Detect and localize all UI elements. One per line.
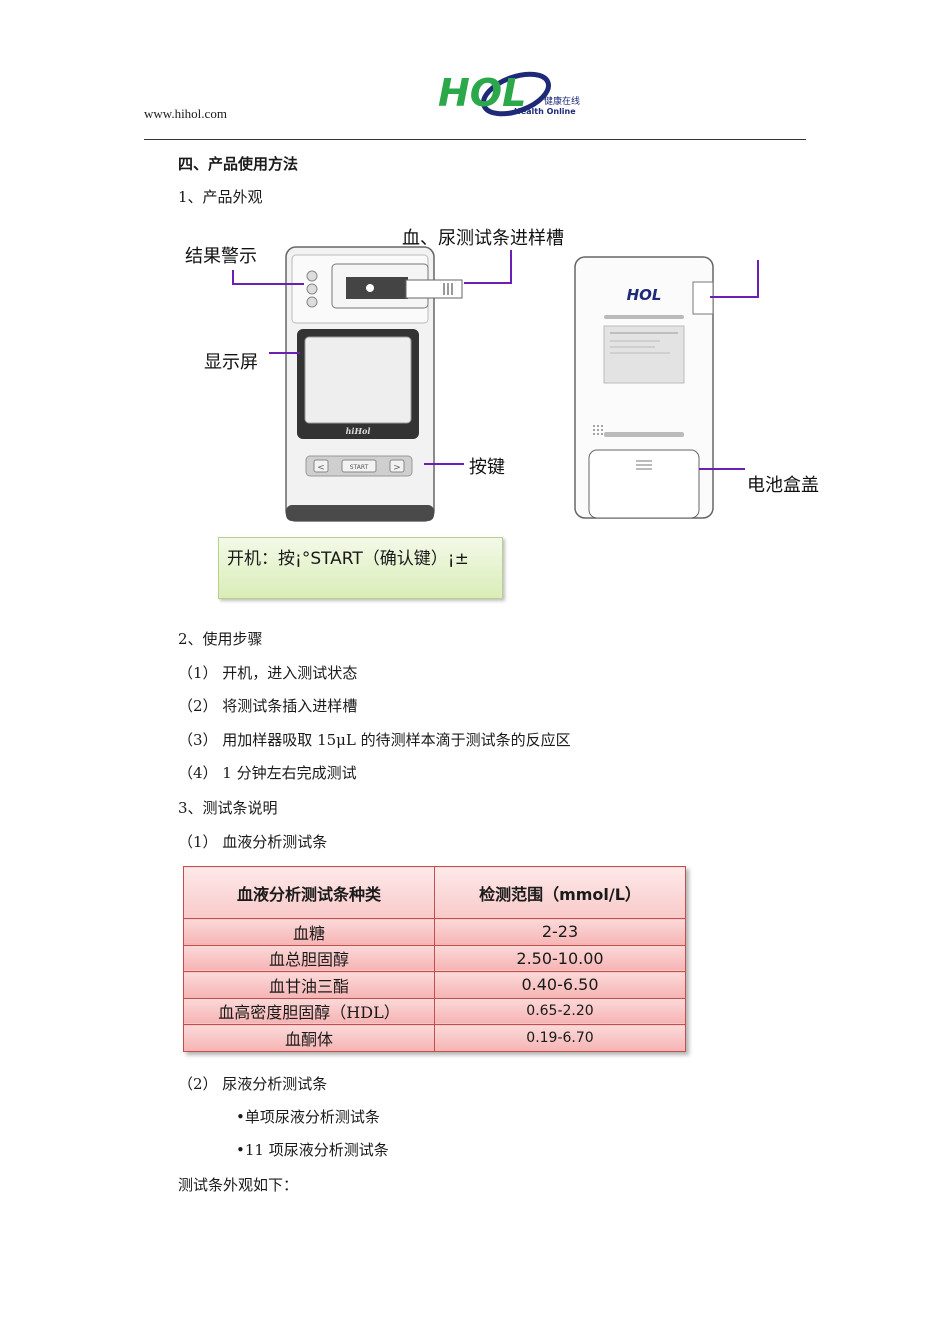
step-item: （1） 开机，进入测试状态 bbox=[178, 664, 358, 682]
table-cell: 血糖 bbox=[183, 918, 435, 946]
table-header: 血液分析测试条种类 bbox=[183, 866, 435, 919]
table-header: 检测范围（mmol/L） bbox=[434, 866, 686, 919]
callout-buttons: 按键 bbox=[469, 457, 505, 478]
step-item: （2） 将测试条插入进样槽 bbox=[178, 697, 358, 715]
section-title: 四、产品使用方法 bbox=[178, 155, 299, 173]
table-cell: 血高密度胆固醇（HDL） bbox=[183, 997, 435, 1025]
left-key bbox=[313, 459, 329, 473]
header-url: www.hihol.com bbox=[144, 106, 227, 121]
steps-heading: 2、使用步骤 bbox=[178, 630, 263, 648]
step-item: （3） 用加样器吸取 15μL 的待测样本滴于测试条的反应区 bbox=[178, 731, 571, 749]
urine-strip-item: •单项尿液分析测试条 bbox=[236, 1108, 380, 1126]
hol-logo: HOL 健康在线 Health Online bbox=[438, 71, 580, 117]
logo-text: HOL bbox=[438, 71, 526, 115]
table-cell: 2.50-10.00 bbox=[434, 944, 686, 972]
appearance-heading: 1、产品外观 bbox=[178, 188, 263, 206]
table-row: 血酮体 0.19-6.70 bbox=[183, 1024, 686, 1052]
power-on-note: 开机：按¡°START（确认键）¡± bbox=[218, 537, 503, 599]
header-divider bbox=[144, 139, 806, 140]
table-cell: 2-23 bbox=[434, 918, 686, 946]
callout-display: 显示屏 bbox=[204, 352, 258, 373]
blood-strip-heading: （1） 血液分析测试条 bbox=[178, 833, 328, 851]
start-key bbox=[341, 459, 377, 473]
table-row: 血甘油三酯 0.40-6.50 bbox=[183, 971, 686, 999]
table-cell: 血酮体 bbox=[183, 1024, 435, 1052]
battery-cover bbox=[588, 449, 700, 519]
callout-lines bbox=[232, 250, 759, 470]
start-key-label: START bbox=[350, 464, 369, 471]
result-icon-3 bbox=[306, 296, 318, 308]
table-cell: 血总胆固醇 bbox=[183, 944, 435, 972]
result-icon-1 bbox=[306, 270, 318, 282]
strip-appearance-footer: 测试条外观如下： bbox=[178, 1176, 299, 1194]
logo-cn: 健康在线 bbox=[544, 95, 580, 107]
device-illustration: hiHol < START > HOL bbox=[232, 246, 759, 522]
table-row: 血糖 2-23 bbox=[183, 918, 686, 946]
svg-text:>: > bbox=[393, 463, 401, 473]
back-logo: HOL bbox=[627, 286, 662, 304]
table-row: 血总胆固醇 2.50-10.00 bbox=[183, 944, 686, 972]
table-row: 血高密度胆固醇（HDL） 0.65-2.20 bbox=[183, 997, 686, 1025]
urine-strip-heading: （2） 尿液分析测试条 bbox=[178, 1075, 328, 1093]
blood-range-table: 血液分析测试条种类 检测范围（mmol/L） 血糖 2-23 血总胆固醇 2.5… bbox=[183, 866, 686, 1052]
logo-en: Health Online bbox=[514, 107, 576, 116]
right-key bbox=[389, 459, 405, 473]
step-item: （4） 1 分钟左右完成测试 bbox=[178, 764, 357, 782]
callout-result-warning: 结果警示 bbox=[185, 246, 257, 267]
table-cell: 0.40-6.50 bbox=[434, 971, 686, 999]
result-icon-2 bbox=[306, 283, 318, 295]
table-cell: 血甘油三酯 bbox=[183, 971, 435, 999]
table-header-row: 血液分析测试条种类 检测范围（mmol/L） bbox=[183, 866, 686, 919]
device-front: hiHol < START > bbox=[285, 246, 463, 522]
strips-heading: 3、测试条说明 bbox=[178, 799, 278, 817]
strip-slot bbox=[346, 277, 408, 299]
svg-text:<: < bbox=[317, 463, 325, 473]
test-strip bbox=[405, 279, 463, 299]
table-cell: 0.65-2.20 bbox=[434, 997, 686, 1025]
device-back: HOL bbox=[574, 256, 714, 519]
screen-brand: hiHol bbox=[346, 426, 371, 436]
urine-strip-item: •11 项尿液分析测试条 bbox=[236, 1141, 389, 1159]
callout-strip-slot: 血、尿测试条进样槽 bbox=[402, 228, 564, 249]
callout-battery-cover: 电池盒盖 bbox=[747, 475, 819, 496]
table-cell: 0.19-6.70 bbox=[434, 1024, 686, 1052]
